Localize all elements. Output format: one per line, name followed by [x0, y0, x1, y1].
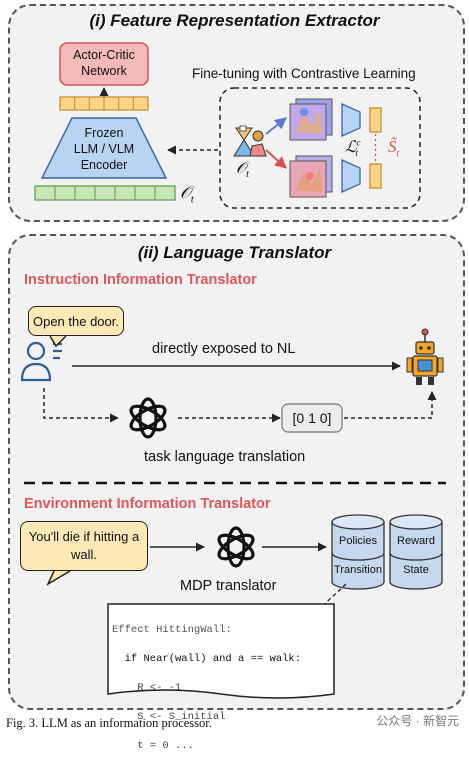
orange-embedding: [59, 96, 149, 111]
code-line: R <- -1: [112, 681, 182, 694]
database-cylinders: [331, 514, 443, 590]
vector-box: [281, 403, 343, 433]
contrastive-output-top: [369, 107, 382, 133]
feature-extractor-title: (i) Feature Representation Extractor: [89, 11, 380, 30]
state-symbol: S̃t: [388, 137, 400, 160]
contrastive-output-bottom: [369, 163, 382, 189]
db-label-reward: Reward: [397, 535, 435, 547]
environment-translator-heading: Environment Information Translator: [24, 496, 271, 512]
green-observation-embedding: [34, 185, 176, 201]
contrastive-encoder-bottom: [341, 158, 361, 194]
robot-icon: [406, 328, 444, 385]
finetune-label: Fine-tuning with Contrastive Learning: [192, 66, 416, 81]
direct-exposure-label: directly exposed to NL: [152, 341, 296, 357]
augmented-view-red: [289, 155, 333, 198]
mdp-translator-label: MDP translator: [180, 578, 277, 594]
vector-label: [0 1 0]: [292, 410, 332, 426]
user-icon: [20, 341, 62, 382]
panel1-graphics: [34, 42, 421, 209]
openai-logo-icon: [129, 397, 167, 439]
openai-logo-icon-2: [217, 526, 255, 568]
instruction-translator-heading: Instruction Information Translator: [24, 272, 257, 288]
db-label-policies: Policies: [339, 535, 377, 547]
code-line: if Near(wall) and a == walk:: [112, 652, 302, 665]
db-label-transition: Transition: [334, 564, 382, 576]
augmented-view-blue: [289, 98, 333, 141]
panel2-graphics: [20, 328, 446, 699]
encoder-trapezoid: [40, 117, 168, 179]
contrastive-encoder-top: [341, 102, 361, 138]
environment-speech-bubble: You'll die if hitting a wall.: [20, 521, 148, 571]
db-label-state: State: [403, 564, 429, 576]
task-translation-label: task language translation: [144, 449, 306, 465]
instruction-speech-bubble: Open the door.: [28, 306, 124, 336]
code-line: t = 0 ...: [112, 739, 194, 752]
finetune-box: [219, 87, 421, 209]
language-translator-title: (ii) Language Translator: [137, 243, 332, 262]
encoder-label: Frozen LLM / VLM Encoder: [73, 125, 135, 173]
figure-caption: Fig. 3. LLM as an information processor.: [6, 716, 212, 730]
observation-symbol: 𝒪t: [180, 183, 194, 206]
actor-critic-box: [59, 42, 149, 86]
code-block: Effect HittingWall: if Near(wall) and a …: [112, 608, 301, 768]
observation-icon: [233, 125, 267, 157]
contrastive-loss-symbol: ℒct: [345, 137, 361, 159]
code-line: S <- S_initial: [112, 710, 226, 723]
code-document: [107, 603, 335, 699]
code-line: Effect HittingWall:: [112, 623, 232, 636]
observation-symbol-finetune: 𝒪t: [236, 160, 249, 181]
actor-critic-label: Actor-Critic Network: [73, 48, 135, 78]
watermark: 公众号 · 新智元: [376, 714, 459, 728]
